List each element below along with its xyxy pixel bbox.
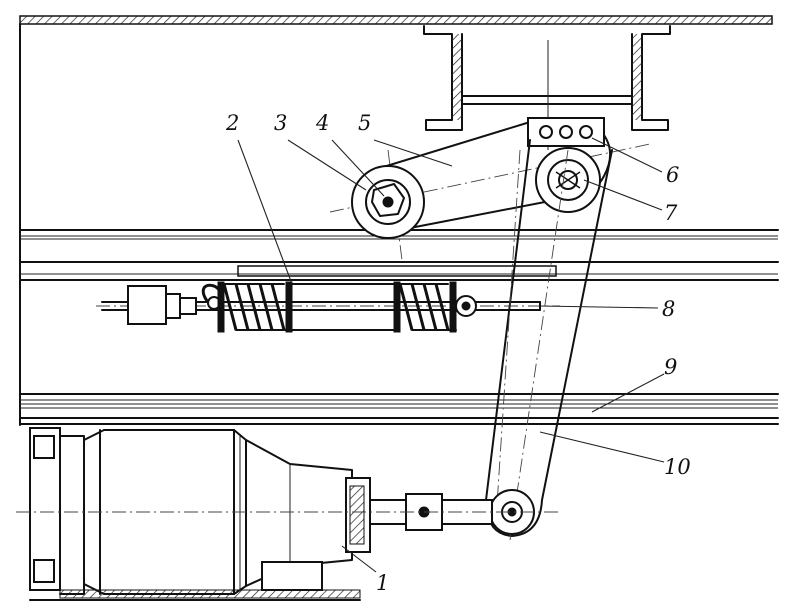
top-frame	[19, 15, 773, 426]
label-5: 5	[358, 111, 371, 135]
label-2: 2	[225, 111, 239, 135]
spring-right	[393, 281, 457, 333]
spring-left	[217, 281, 293, 333]
roller	[351, 165, 425, 239]
channel-beam	[423, 25, 671, 150]
label-8: 8	[662, 297, 675, 321]
spring-assembly	[96, 265, 560, 333]
label-6: 6	[666, 163, 679, 187]
label-10: 10	[664, 455, 691, 479]
pivot-bearing	[527, 117, 605, 213]
upper-rail	[19, 229, 779, 281]
actuator-cylinder	[16, 427, 560, 601]
label-3: 3	[274, 111, 287, 135]
label-7: 7	[664, 201, 678, 225]
label-9: 9	[664, 355, 677, 379]
label-4: 4	[315, 111, 329, 135]
lower-rail	[19, 393, 779, 425]
label-1: 1	[376, 571, 389, 595]
leader-lines	[237, 137, 665, 573]
